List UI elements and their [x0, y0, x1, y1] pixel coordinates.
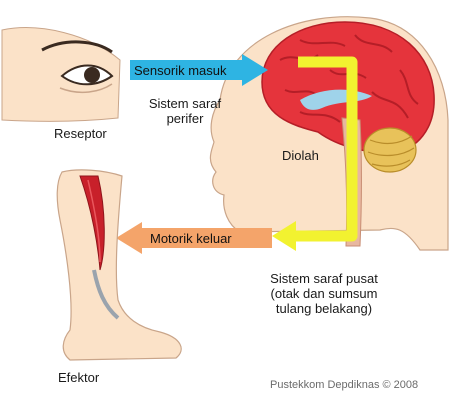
eye-illustration	[1, 27, 121, 122]
motor-arrow	[116, 222, 272, 254]
peripheral-label-line1: Sistem saraf	[148, 96, 222, 111]
head-illustration	[209, 16, 449, 251]
effector-label: Efektor	[58, 370, 100, 385]
receptor-label: Reseptor	[54, 126, 107, 141]
cns-label-line1: Sistem saraf pusat	[270, 271, 378, 286]
credit-text: Pustekkom Depdiknas © 2008	[270, 379, 419, 391]
cns-label-line2: (otak dan sumsum	[270, 286, 378, 301]
motor-label: Motorik keluar	[150, 231, 232, 246]
processed-label: Diolah	[282, 148, 319, 163]
cns-arrowhead	[272, 221, 296, 251]
peripheral-label-line2: perifer	[166, 111, 204, 126]
cns-label-line3: tulang belakang)	[275, 301, 373, 316]
sensory-arrow	[130, 54, 268, 86]
sensory-label: Sensorik masuk	[134, 63, 227, 78]
cns-path	[292, 56, 358, 242]
leg-illustration	[56, 169, 182, 361]
